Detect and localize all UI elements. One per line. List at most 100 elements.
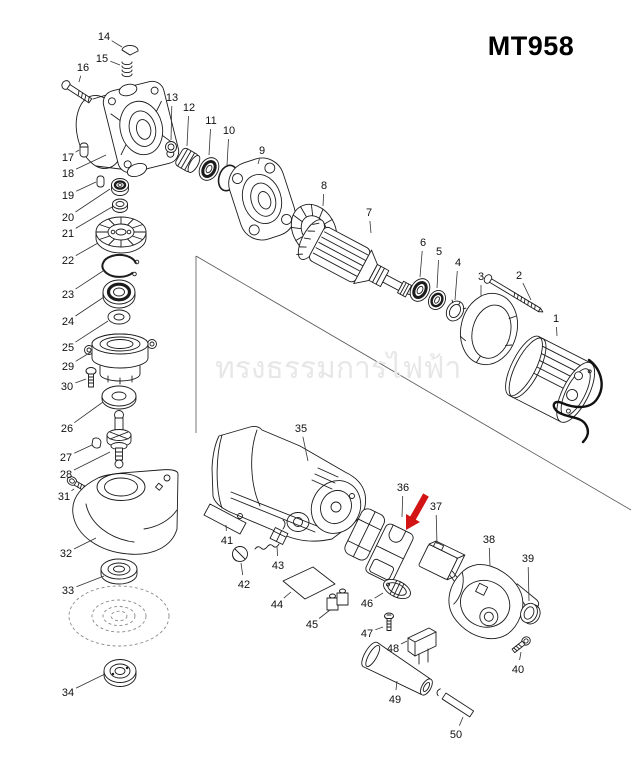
- part-number-label-37: 37: [430, 501, 442, 513]
- part-25-washer-drawing: [107, 309, 131, 325]
- leader-line-part-21: [75, 206, 113, 229]
- part-17-pin-drawing: [79, 142, 89, 158]
- leader-line-part-11: [208, 128, 211, 156]
- part-9-bearing-box-drawing: [228, 157, 296, 241]
- leader-line-part-13: [170, 105, 173, 141]
- part-number-label-18: 18: [62, 168, 74, 180]
- leader-line-part-44: [283, 591, 292, 599]
- leader-line-part-45: [318, 609, 331, 619]
- part-number-label-41: 41: [221, 535, 233, 547]
- part-number-label-9: 9: [259, 145, 265, 157]
- part-36-brush-holder-drawing: [344, 508, 414, 583]
- part-29-bearing-box-drawing: [84, 333, 157, 385]
- part-number-label-43: 43: [272, 560, 284, 572]
- part-number-label-50: 50: [450, 729, 462, 741]
- part-20-ball-bearing-drawing: [111, 178, 129, 196]
- leader-line-part-43: [276, 545, 278, 557]
- leader-line-part-1: [556, 326, 558, 337]
- model-title: MT958: [488, 31, 575, 61]
- part-28-spindle-drawing: [106, 410, 132, 469]
- leader-line-part-22: [75, 242, 99, 256]
- part-34-lock-nut-drawing: [103, 659, 137, 687]
- part-number-label-33: 33: [62, 585, 74, 597]
- leader-line-part-14: [111, 40, 123, 48]
- part-number-label-42: 42: [238, 579, 250, 591]
- part-4-rubber-ring-drawing: [445, 299, 467, 322]
- leader-line-part-9: [257, 158, 260, 165]
- part-33-inner-flange-drawing: [100, 558, 138, 585]
- part-number-label-1: 1: [553, 313, 559, 325]
- part-40-screw-drawing: [511, 636, 531, 654]
- part-number-label-4: 4: [455, 257, 461, 269]
- part-32-wheel-guard-drawing: [72, 469, 179, 555]
- part-7-armature-drawing: [296, 219, 417, 298]
- part-number-label-13: 13: [166, 92, 178, 104]
- part-43-carbon-brush-drawing: [254, 519, 289, 550]
- part-number-label-14: 14: [98, 31, 110, 43]
- part-2-screw-drawing: [483, 274, 544, 313]
- leader-line-part-46: [374, 592, 384, 599]
- leader-line-part-27: [74, 444, 93, 454]
- part-number-label-36: 36: [397, 482, 409, 494]
- leader-line-part-15: [110, 60, 121, 66]
- part-number-label-34: 34: [62, 687, 74, 699]
- part-number-label-7: 7: [366, 207, 372, 219]
- part-11-ball-bearing-drawing: [198, 157, 220, 181]
- leader-line-part-37: [435, 514, 438, 545]
- leader-line-part-17: [75, 149, 80, 153]
- leader-line-part-50: [459, 716, 464, 726]
- part-number-label-19: 19: [62, 190, 74, 202]
- part-12-pinion-gear-drawing: [175, 147, 201, 173]
- part-number-label-21: 21: [62, 228, 74, 240]
- part-6-ball-bearing-drawing: [409, 278, 431, 302]
- part-number-label-31: 31: [58, 491, 70, 503]
- part-49-cord-guard-drawing: [361, 641, 433, 696]
- leader-line-part-28: [73, 451, 111, 471]
- leader-line-part-30: [75, 378, 87, 384]
- leader-line-part-16: [78, 75, 82, 83]
- part-number-label-17: 17: [62, 152, 74, 164]
- part-39-ring-nut-drawing: [520, 602, 541, 625]
- part-21-ring-drawing: [112, 198, 128, 213]
- leader-line-part-49: [395, 680, 398, 691]
- leader-line-part-6: [419, 250, 423, 278]
- leader-line-part-39: [527, 566, 530, 602]
- part-number-label-22: 22: [62, 255, 74, 267]
- leader-line-part-7: [369, 220, 372, 234]
- part-50-cord-drawing: [436, 688, 475, 718]
- part-46-cord-clip-drawing: [383, 578, 411, 600]
- leader-line-part-48: [400, 640, 408, 645]
- part-number-label-27: 27: [60, 452, 72, 464]
- part-number-label-35: 35: [295, 423, 307, 435]
- part-37-switch-drawing: [418, 540, 466, 584]
- part-number-label-20: 20: [62, 212, 74, 224]
- part-48-capacitor-drawing: [407, 627, 437, 665]
- part-number-label-28: 28: [60, 469, 72, 481]
- leader-line-part-8: [322, 193, 324, 207]
- leader-line-part-31: [71, 488, 75, 492]
- explosion-boundary-lines: [195, 255, 632, 511]
- leader-line-part-34: [75, 673, 106, 689]
- leader-line-part-23: [75, 270, 104, 290]
- part-23-circlip-drawing: [101, 253, 140, 278]
- motor-lead-wire: [552, 358, 603, 444]
- leader-line-part-40: [519, 651, 522, 661]
- part-number-label-30: 30: [61, 381, 73, 393]
- part-27-key-drawing: [91, 437, 102, 449]
- part-number-label-26: 26: [61, 423, 73, 435]
- part-number-label-45: 45: [306, 619, 318, 631]
- leader-line-part-19: [76, 181, 97, 192]
- leader-line-part-4: [454, 270, 458, 301]
- part-number-label-6: 6: [420, 237, 426, 249]
- part-35-motor-housing-drawing: [211, 425, 367, 542]
- leader-line-part-32: [73, 537, 97, 550]
- part-1-motor-field-drawing: [505, 335, 603, 444]
- part-number-label-11: 11: [205, 115, 216, 127]
- leader-line-part-26: [74, 401, 104, 424]
- part-number-label-48: 48: [387, 643, 399, 655]
- part-47-screw-drawing: [384, 612, 394, 631]
- part-41-nameplate-drawing: [203, 503, 247, 535]
- part-30-screw-drawing: [85, 367, 97, 388]
